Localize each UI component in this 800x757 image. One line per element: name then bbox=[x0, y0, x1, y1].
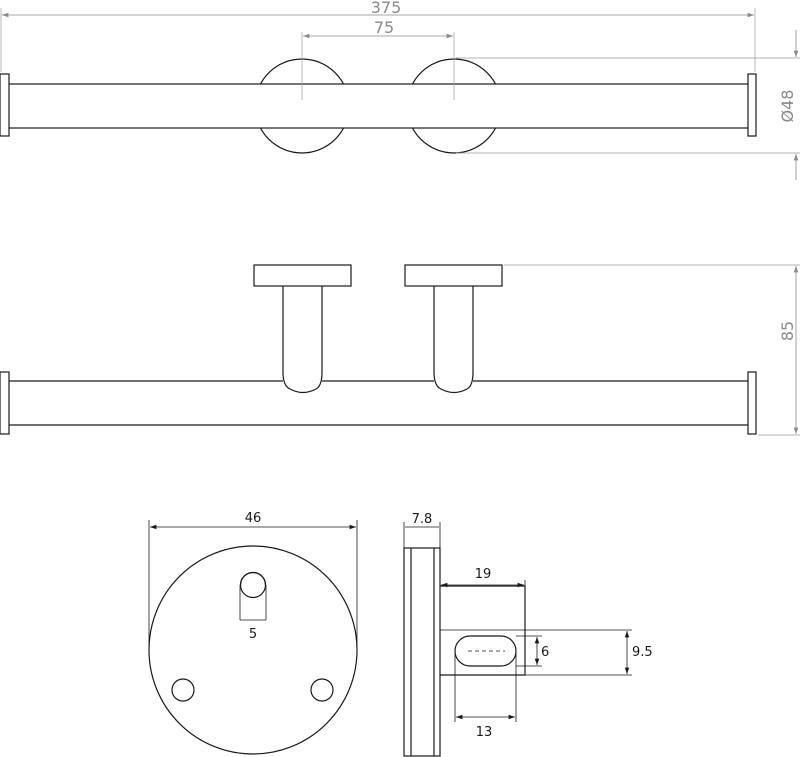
front-end-cap-right bbox=[747, 371, 757, 435]
dim-slot-length: 13 bbox=[454, 651, 517, 740]
keyhole-top bbox=[239, 571, 267, 599]
front-post-left bbox=[282, 286, 323, 394]
front-end-cap-left bbox=[0, 371, 10, 435]
side-section-view bbox=[403, 547, 526, 757]
dim-overall-length: 375 bbox=[0, 0, 756, 72]
rosette-diameter-label: Ø48 bbox=[778, 90, 797, 123]
base-plate-view bbox=[148, 545, 358, 755]
arm-height-label: 9.5 bbox=[632, 645, 653, 660]
dim-base-thickness: 7.8 bbox=[403, 512, 441, 548]
keyhole-slot bbox=[239, 571, 267, 586]
base-plate bbox=[148, 545, 358, 755]
dim-slot-height: 6 bbox=[516, 635, 549, 667]
slot-height-label: 6 bbox=[541, 645, 549, 660]
front-rosette-left bbox=[253, 264, 352, 287]
rosette-spacing-label: 75 bbox=[374, 18, 394, 37]
front-view bbox=[0, 264, 757, 435]
top-end-cap-left bbox=[0, 73, 10, 137]
dim-arm-height: 9.5 bbox=[440, 629, 653, 676]
slot-length-label: 13 bbox=[476, 725, 493, 740]
front-post-right bbox=[433, 286, 474, 394]
dim-arm-length: 19 bbox=[441, 567, 526, 588]
top-bar bbox=[7, 83, 751, 129]
dim-base-diameter: 46 bbox=[148, 511, 358, 650]
slot-width-label: 5 bbox=[249, 627, 257, 642]
arm-length-label: 19 bbox=[475, 567, 492, 582]
overall-length-label: 375 bbox=[371, 0, 402, 17]
dim-rosette-spacing: 75 bbox=[303, 18, 453, 39]
dim-projection-depth: 85 bbox=[504, 264, 800, 436]
screw-hole-left bbox=[171, 678, 195, 702]
top-view bbox=[0, 32, 757, 154]
dim-rosette-diameter: Ø48 bbox=[456, 30, 800, 180]
screw-hole-right bbox=[310, 678, 334, 702]
base-thickness-label: 7.8 bbox=[412, 512, 433, 527]
front-rosette-right bbox=[404, 264, 503, 287]
projection-depth-label: 85 bbox=[778, 321, 797, 341]
front-bar bbox=[8, 380, 750, 426]
base-diameter-label: 46 bbox=[245, 511, 262, 526]
top-end-cap-right bbox=[747, 73, 757, 137]
